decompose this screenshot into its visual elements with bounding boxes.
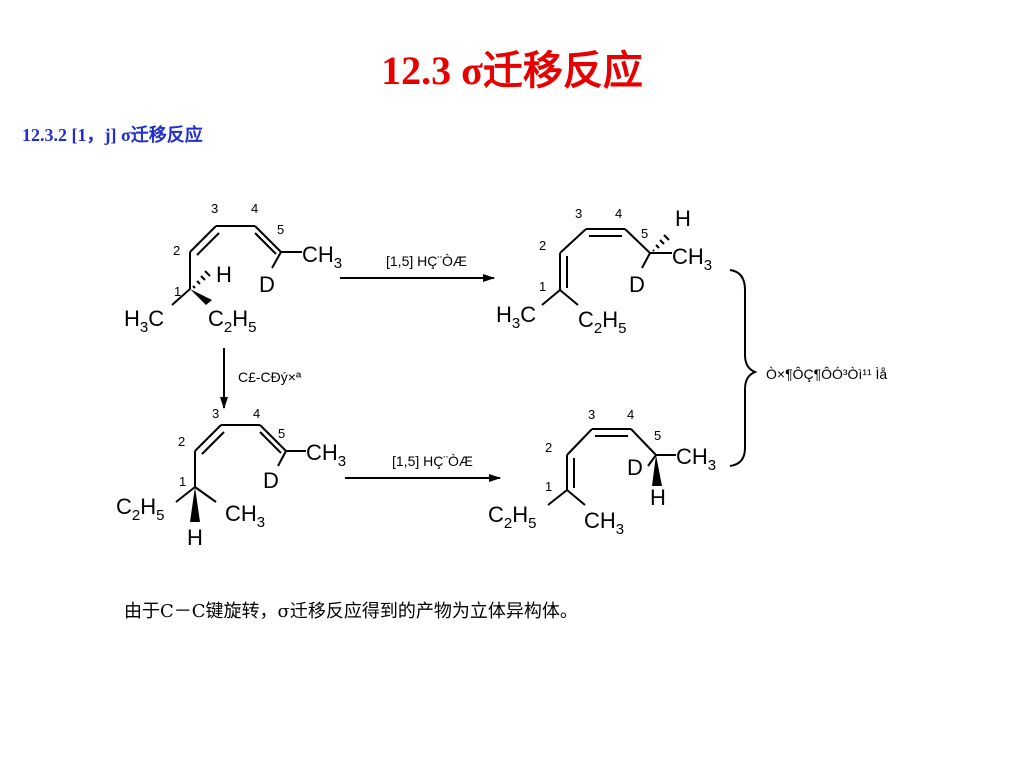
methyl-left-label: H3C bbox=[496, 302, 536, 332]
locant-2: 2 bbox=[539, 238, 546, 253]
arrow-bottom-condition: [1,5] HÇ¨ÒÆ bbox=[392, 453, 473, 469]
locant-3: 3 bbox=[575, 206, 582, 221]
locant-2: 2 bbox=[173, 243, 180, 258]
methyl-label: CH3 bbox=[302, 242, 342, 272]
brace-label: Ò×¶ÔÇ¶ÔÓ³Òì¹¹ Ìå bbox=[766, 366, 887, 382]
locant-2: 2 bbox=[178, 434, 185, 449]
methyl-lower-label: CH3 bbox=[584, 508, 624, 538]
locant-1: 1 bbox=[545, 479, 552, 494]
locant-4: 4 bbox=[627, 407, 634, 422]
caption-text: 由于C－C键旋转，σ迁移反应得到的产物为立体异构体。 bbox=[124, 601, 578, 622]
locant-3: 3 bbox=[212, 406, 219, 421]
hydrogen-label: H bbox=[216, 262, 232, 287]
product-molecule-1 bbox=[541, 228, 672, 306]
right-brace bbox=[729, 269, 758, 467]
locant-4: 4 bbox=[253, 406, 260, 421]
methyl-label: CH3 bbox=[306, 440, 346, 470]
wedge-bond bbox=[190, 289, 212, 305]
hydrogen-label: H bbox=[187, 525, 203, 550]
locant-5: 5 bbox=[641, 226, 648, 241]
hydrogen-label: H bbox=[675, 206, 691, 231]
locant-1: 1 bbox=[539, 279, 546, 294]
locant-4: 4 bbox=[251, 201, 258, 216]
deuterium-label: D bbox=[627, 455, 643, 480]
methyl-left-label: H3C bbox=[124, 306, 164, 336]
methyl-label: CH3 bbox=[672, 244, 712, 274]
hash-bond bbox=[192, 270, 211, 289]
locant-5: 5 bbox=[277, 222, 284, 237]
locant-5: 5 bbox=[278, 426, 285, 441]
hash-bond bbox=[652, 234, 670, 252]
hydrogen-label: H bbox=[650, 485, 666, 510]
deuterium-label: D bbox=[259, 272, 275, 297]
arrow-top-condition: [1,5] HÇ¨ÒÆ bbox=[386, 253, 467, 269]
wedge-bond bbox=[190, 487, 200, 522]
ethyl-label: C2H5 bbox=[578, 307, 626, 337]
arrow-down-condition: C£-CÐý×ª bbox=[238, 369, 302, 385]
ethyl-label: C2H5 bbox=[116, 494, 164, 524]
locant-1: 1 bbox=[174, 284, 181, 299]
rotated-reactant-molecule bbox=[175, 424, 306, 503]
wedge-bond bbox=[652, 455, 662, 486]
locant-1: 1 bbox=[179, 474, 186, 489]
product-molecule-2 bbox=[547, 428, 676, 506]
locant-2: 2 bbox=[545, 440, 552, 455]
methyl-label: CH3 bbox=[676, 444, 716, 474]
methyl-lower-label: CH3 bbox=[225, 501, 265, 531]
locant-3: 3 bbox=[211, 201, 218, 216]
ethyl-label: C2H5 bbox=[488, 502, 536, 532]
ethyl-label: C2H5 bbox=[208, 306, 256, 336]
deuterium-label: D bbox=[263, 468, 279, 493]
section-subtitle: 12.3.2 [1，j] σ迁移反应 bbox=[22, 125, 203, 145]
page-title: 12.3 σ迁移反应 bbox=[381, 48, 643, 93]
reactant-molecule bbox=[171, 225, 302, 306]
locant-4: 4 bbox=[615, 206, 622, 221]
locant-3: 3 bbox=[588, 407, 595, 422]
locant-5: 5 bbox=[654, 428, 661, 443]
deuterium-label: D bbox=[629, 272, 645, 297]
